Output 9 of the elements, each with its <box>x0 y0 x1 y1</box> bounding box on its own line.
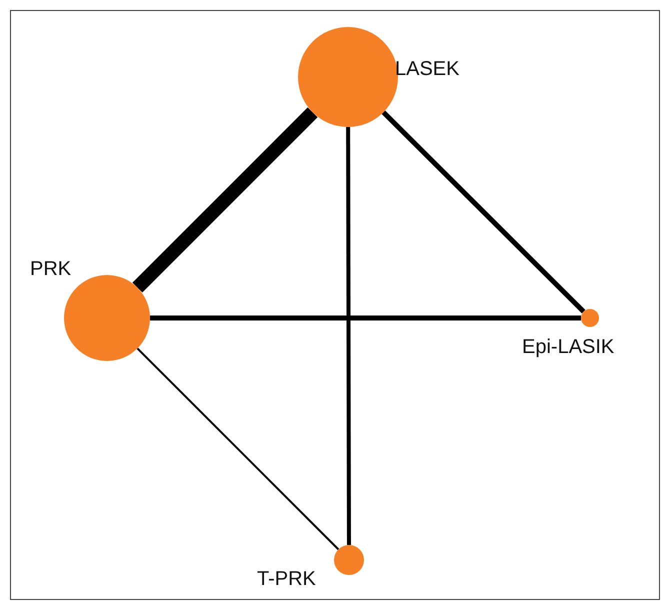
connector-line <box>132 107 318 293</box>
connector-line <box>382 110 586 314</box>
node-label: Epi-LASIK <box>522 336 614 359</box>
connector-line <box>346 127 351 545</box>
connector-line <box>150 316 581 320</box>
node-label: PRK <box>30 258 72 281</box>
node-label: LASEK <box>395 58 460 81</box>
connector-line <box>136 348 340 550</box>
node-label: T-PRK <box>257 568 316 591</box>
